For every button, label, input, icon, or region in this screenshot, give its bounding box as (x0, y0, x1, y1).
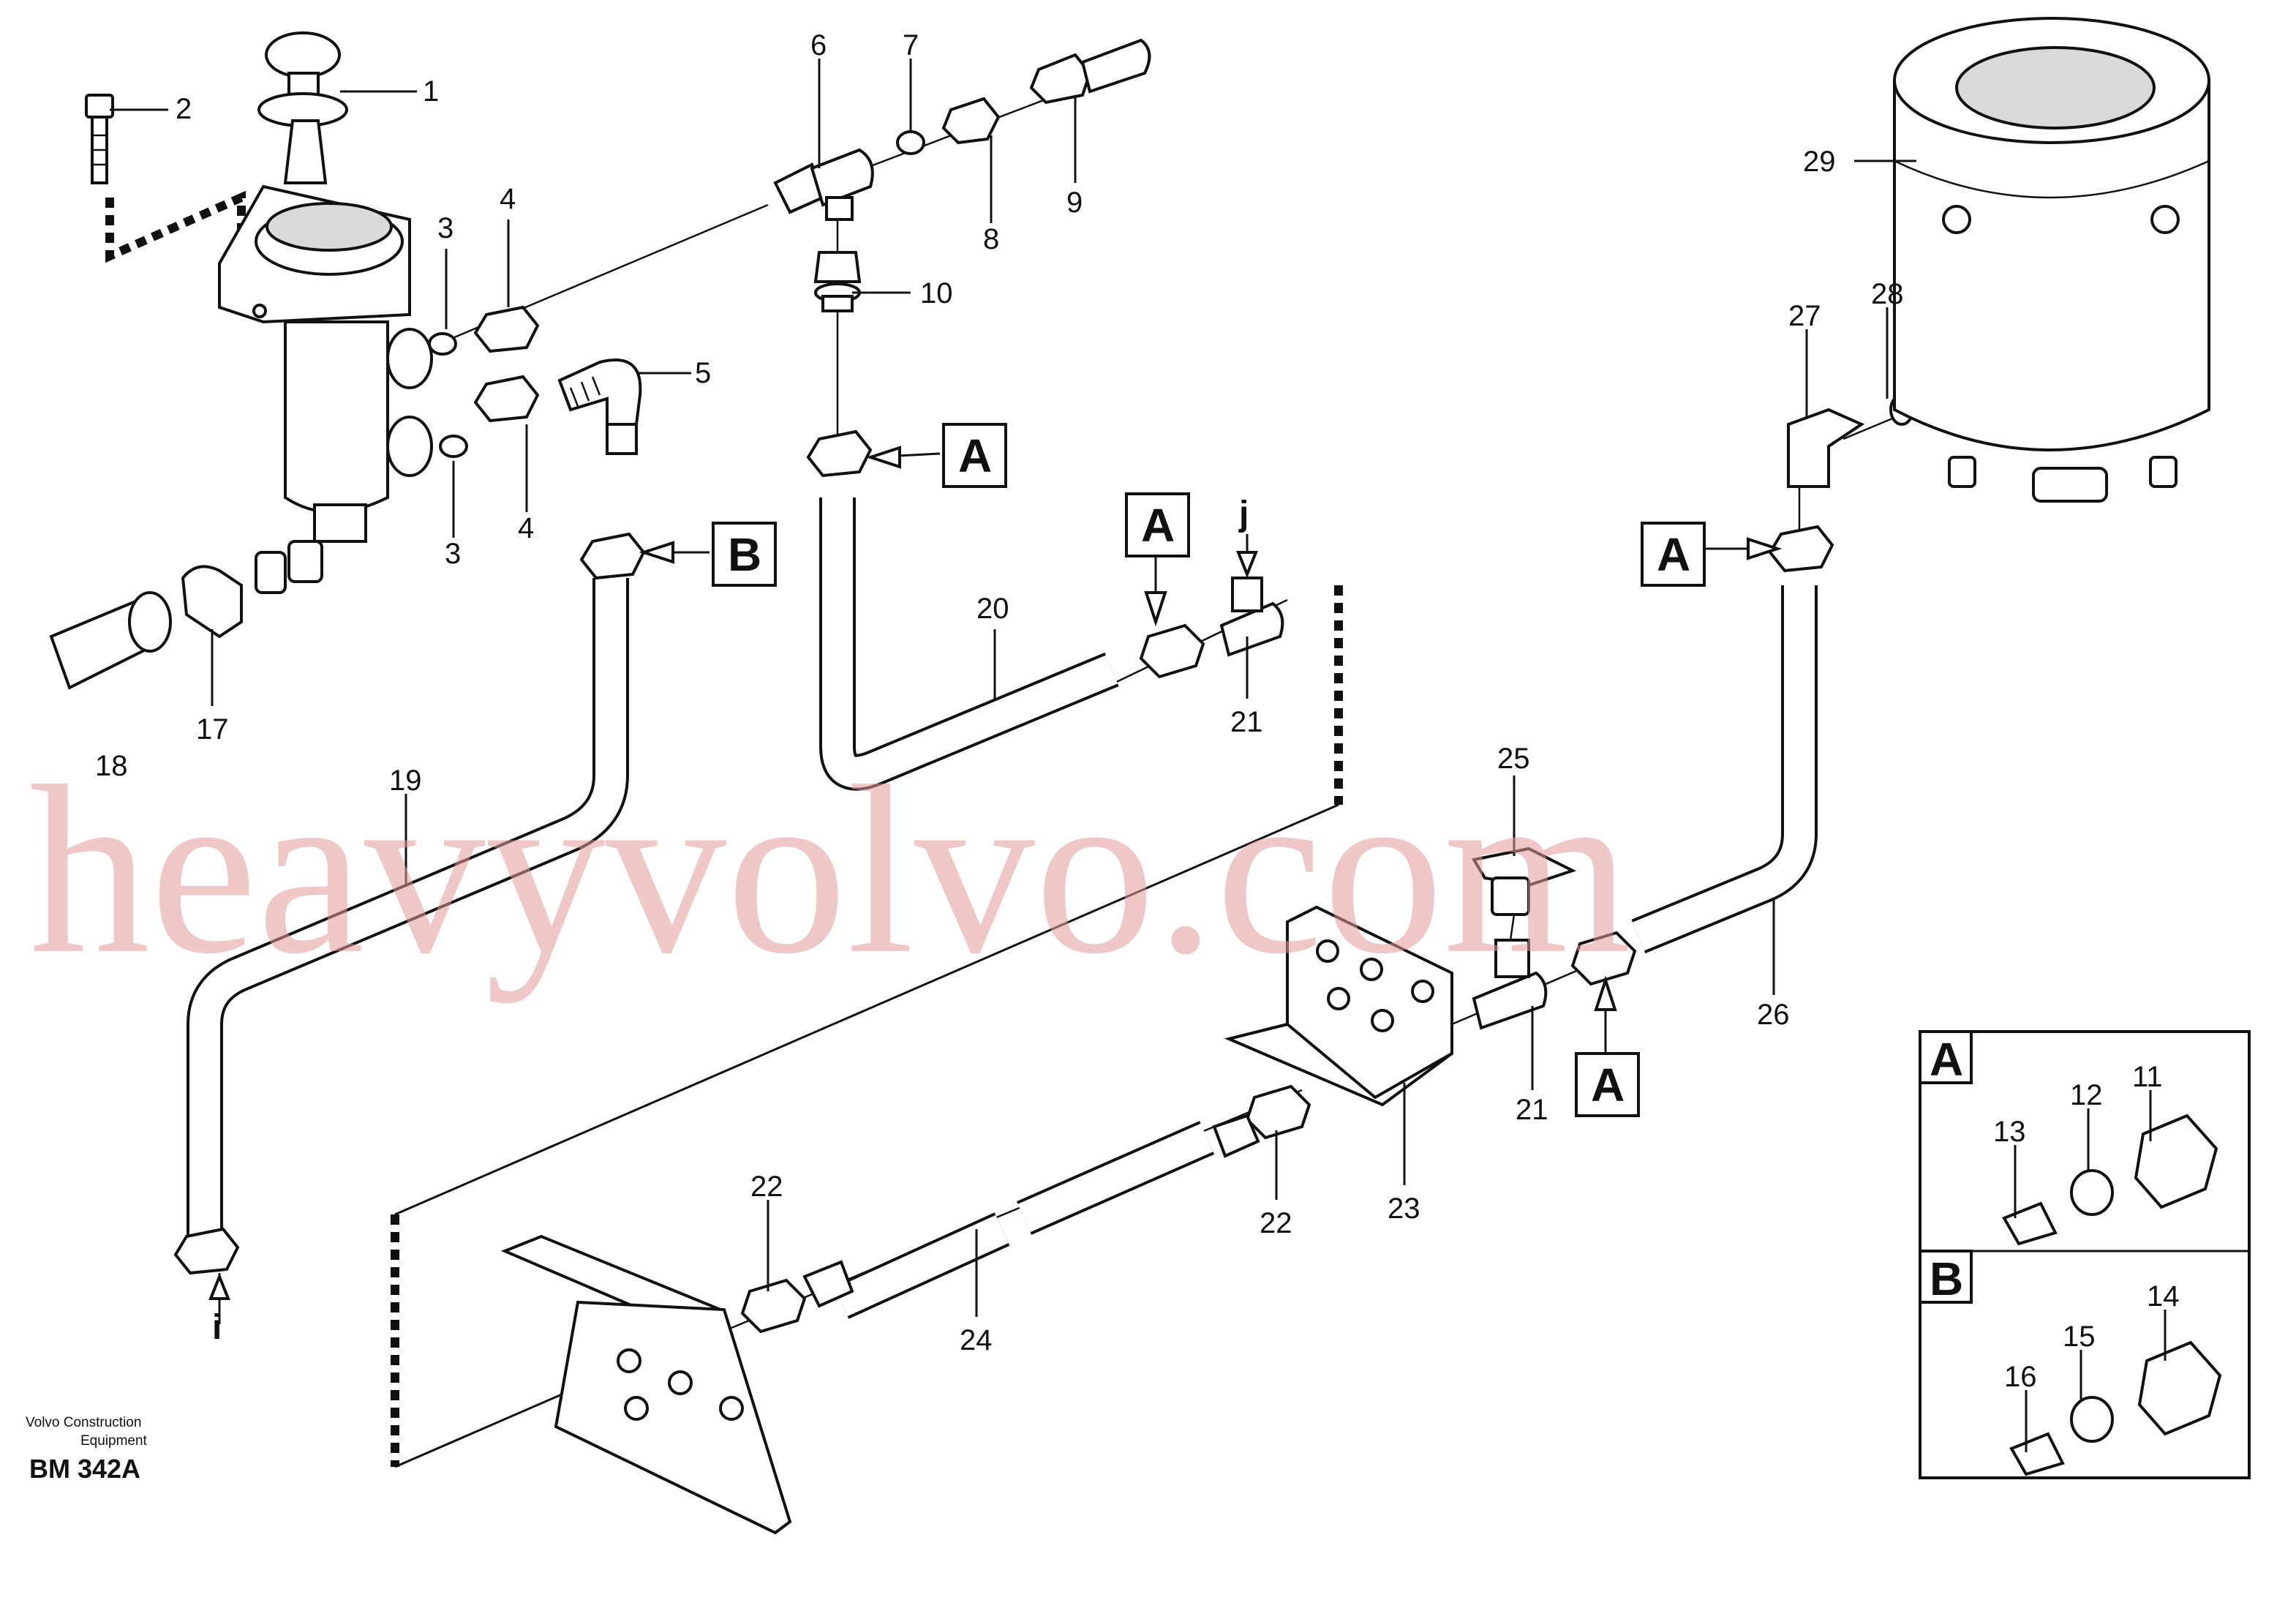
label-part-26: 26 (1757, 999, 1790, 1031)
label-part-22a: 22 (750, 1171, 783, 1203)
label-part-3b: 3 (445, 538, 461, 570)
pipes (187, 497, 1818, 1319)
watermark: heavyvolvo.com (29, 737, 1631, 1004)
inset-label-a: A (1930, 1033, 1963, 1086)
label-part-1: 1 (423, 75, 439, 108)
label-part-22b: 22 (1260, 1207, 1292, 1239)
label-part-12: 12 (2070, 1079, 2103, 1111)
label-part-3a: 3 (437, 212, 453, 244)
label-part-27: 27 (1788, 300, 1821, 332)
pipe-end-labels: i j (208, 495, 1258, 1347)
detail-reference-boxes (712, 423, 1706, 1117)
box-label-a-1: A (958, 429, 992, 482)
dashed-connection-lines (105, 190, 1343, 1468)
elbow-fitting (557, 358, 642, 455)
bracket-lower (500, 1234, 792, 1535)
pipe-end-label-i: i (212, 1308, 222, 1347)
part-number-labels: 1 2 3 3 4 4 5 6 7 8 9 10 11 12 13 14 15 … (95, 29, 2180, 1393)
box-label-a-4: A (1591, 1059, 1625, 1111)
tee-fittings-21-and-valve-25 (1219, 577, 1577, 1030)
box-label-a-2: A (1141, 499, 1175, 552)
label-part-4b: 4 (518, 512, 534, 544)
footer: Volvo Construction Equipment BM 342A (26, 1415, 148, 1484)
box-label-b: B (728, 528, 761, 581)
company-name-line1: Volvo Construction (26, 1415, 141, 1430)
label-part-11: 11 (2132, 1061, 2163, 1093)
pipe-end-label-j: j (1238, 495, 1249, 533)
label-part-23: 23 (1388, 1193, 1420, 1225)
box-label-a-3: A (1657, 528, 1690, 581)
label-part-17: 17 (196, 713, 229, 746)
label-part-25: 25 (1497, 743, 1530, 775)
leader-lines (110, 59, 2167, 1452)
label-part-21b: 21 (1516, 1094, 1548, 1126)
label-part-10: 10 (920, 277, 953, 309)
label-part-28: 28 (1871, 278, 1904, 310)
label-part-21a: 21 (1230, 706, 1263, 738)
company-name-line2: Equipment (80, 1433, 148, 1449)
screw (85, 94, 114, 184)
label-part-13: 13 (1993, 1116, 2026, 1148)
bracket-23 (1224, 905, 1453, 1107)
label-part-16: 16 (2004, 1361, 2037, 1393)
label-part-20: 20 (976, 593, 1009, 625)
label-part-2: 2 (176, 93, 192, 125)
label-part-19: 19 (389, 765, 422, 797)
tube-nuts (173, 429, 1834, 1334)
label-part-6: 6 (810, 29, 827, 61)
inset-label-b: B (1930, 1253, 1963, 1305)
label-part-8: 8 (983, 223, 999, 255)
label-part-9: 9 (1066, 187, 1083, 219)
label-part-29: 29 (1803, 146, 1836, 178)
detail-box-labels: A B A A A A B (728, 429, 1963, 1305)
label-part-24: 24 (960, 1324, 993, 1356)
drawing-code: BM 342A (29, 1454, 140, 1484)
label-part-4a: 4 (500, 183, 516, 215)
hose-and-clamp (49, 540, 323, 690)
washers-and-nuts-upper (428, 305, 540, 458)
detail-insets (1919, 1030, 2251, 1479)
label-part-5: 5 (695, 357, 711, 389)
label-part-14: 14 (2147, 1280, 2180, 1313)
tee-fitting-group-top (773, 38, 1151, 312)
filter-housing-assembly (1787, 17, 2210, 503)
label-part-15: 15 (2063, 1321, 2096, 1353)
detail-arrows (639, 446, 1783, 1054)
hand-primer-pump (218, 31, 433, 543)
label-part-18: 18 (95, 750, 128, 782)
label-part-7: 7 (903, 29, 919, 61)
